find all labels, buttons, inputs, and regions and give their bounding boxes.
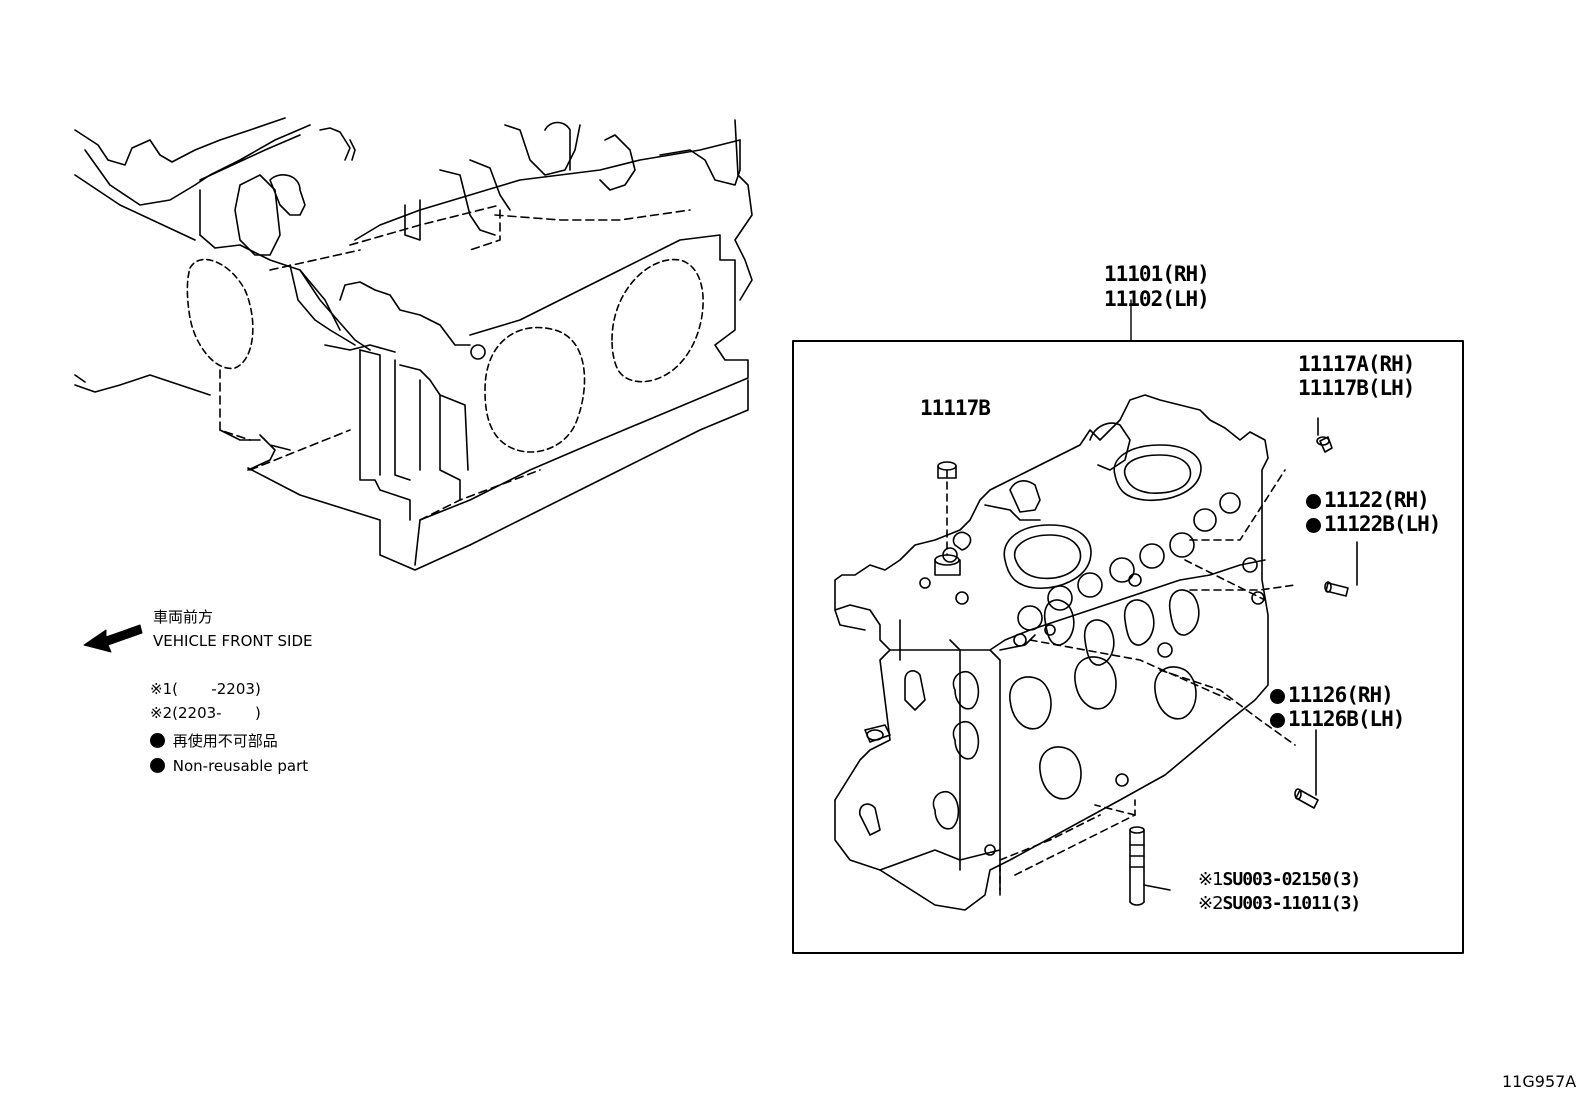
- variant-1-mark-ref: ※1: [1198, 869, 1224, 890]
- non-reusable-dot-icon: [1270, 689, 1285, 704]
- variant-2-range: (2203- ): [172, 704, 261, 722]
- variant-1: ※1( -2203): [150, 679, 261, 699]
- non-reusable-dot-icon: [1306, 494, 1321, 509]
- part-label-head-lh[interactable]: 11102(LH): [1104, 287, 1210, 311]
- part-label-pin2-rh[interactable]: 11126(RH): [1270, 683, 1394, 707]
- legend-jp-text: 再使用不可部品: [172, 732, 278, 750]
- part-label-stud-1-text: SU003-02150(3): [1222, 869, 1362, 890]
- part-label-pin1-rh-text: 11122(RH): [1324, 488, 1430, 512]
- diagram-id: 11G957A: [1502, 1072, 1577, 1091]
- part-label-pin1-rh[interactable]: 11122(RH): [1306, 488, 1430, 512]
- non-reusable-dot-icon: [1306, 518, 1321, 533]
- front-side-en: VEHICLE FRONT SIDE: [153, 632, 313, 650]
- non-reusable-dot-icon: [150, 758, 165, 773]
- part-label-pin2-lh[interactable]: 11126B(LH): [1270, 707, 1405, 731]
- part-label-head-rh[interactable]: 11101(RH): [1104, 262, 1210, 286]
- part-label-pin1-lh[interactable]: 11122B(LH): [1306, 512, 1441, 536]
- front-arrow-icon: [83, 624, 143, 653]
- part-label-stud-2-text: SU003-11011(3): [1222, 893, 1362, 914]
- variant-2-mark: ※2: [150, 704, 173, 722]
- non-reusable-dot-icon: [150, 733, 165, 748]
- variant-2-mark-ref: ※2: [1198, 893, 1224, 914]
- part-label-plug-b[interactable]: 11117B: [920, 396, 991, 420]
- assembly-frame: [792, 340, 1464, 954]
- variant-2: ※2(2203- ): [150, 703, 261, 723]
- part-label-plug-a-rh[interactable]: 11117A(RH): [1298, 352, 1415, 376]
- part-label-stud-1[interactable]: ※1SU003-02150(3): [1198, 868, 1362, 892]
- part-label-pin2-rh-text: 11126(RH): [1288, 683, 1394, 707]
- cylinder-head-drawing: [834, 394, 1358, 911]
- part-label-pin2-lh-text: 11126B(LH): [1288, 707, 1405, 731]
- front-side-jp: 車両前方: [153, 608, 214, 626]
- engine-block-drawing: [74, 117, 753, 571]
- variant-1-range: ( -2203): [172, 680, 261, 698]
- legend-en: Non-reusable part: [150, 756, 308, 776]
- part-label-stud-2[interactable]: ※2SU003-11011(3): [1198, 892, 1362, 916]
- part-label-plug-b-lh[interactable]: 11117B(LH): [1298, 376, 1415, 400]
- non-reusable-dot-icon: [1270, 713, 1285, 728]
- legend-jp: 再使用不可部品: [150, 731, 278, 751]
- variant-1-mark: ※1: [150, 680, 173, 698]
- part-label-pin1-lh-text: 11122B(LH): [1324, 512, 1441, 536]
- legend-en-text: Non-reusable part: [172, 757, 309, 775]
